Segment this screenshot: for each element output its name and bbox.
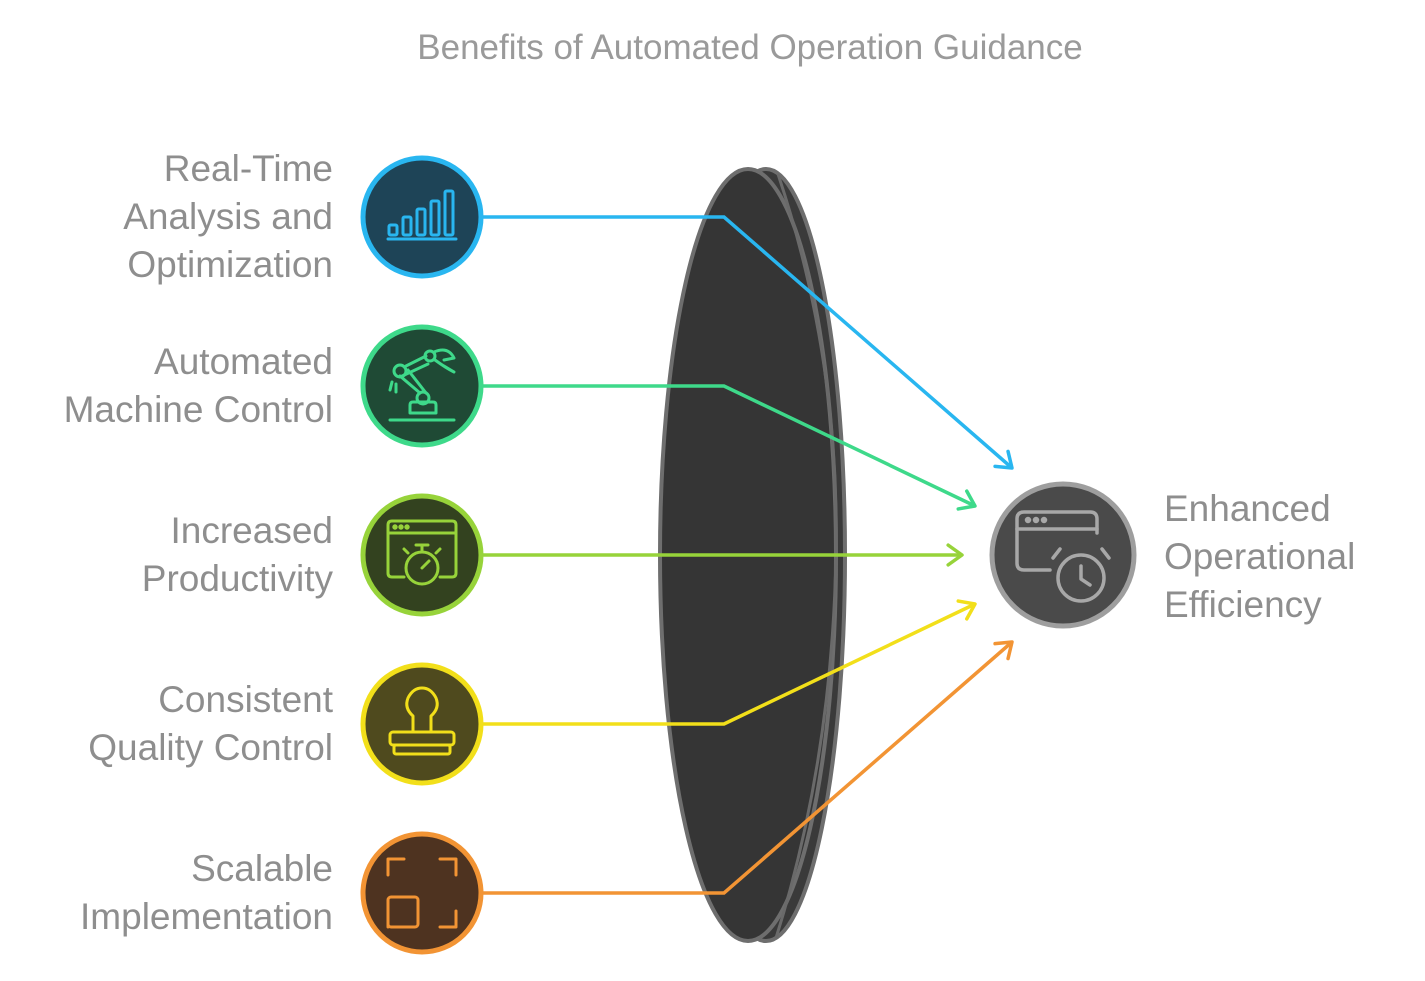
arrow-5 xyxy=(481,640,1014,895)
input-label-line: Machine Control xyxy=(63,389,333,430)
input-node-4 xyxy=(360,662,484,786)
arrow-4 xyxy=(481,599,977,726)
window-clock-icon xyxy=(1015,510,1111,603)
robot-arm-icon xyxy=(388,348,456,422)
connector-arrows xyxy=(481,215,1014,895)
input-label-line: Implementation xyxy=(80,896,333,937)
input-label-line: Quality Control xyxy=(88,727,333,768)
arrow-1 xyxy=(481,215,1014,470)
input-label-line: Automated xyxy=(154,341,333,382)
input-label-line: Analysis and xyxy=(123,196,333,237)
input-label-line: Scalable xyxy=(191,848,333,889)
output-label-line: Enhanced xyxy=(1164,488,1331,529)
input-label-line: Consistent xyxy=(158,679,333,720)
scale-frame-icon xyxy=(386,857,458,929)
input-node-2 xyxy=(360,324,484,448)
stamp-icon xyxy=(388,686,456,756)
output-node xyxy=(989,481,1137,629)
stopwatch-window-icon xyxy=(386,519,458,586)
bar-chart-icon xyxy=(386,189,458,241)
input-label-line: Optimization xyxy=(127,244,333,285)
arrow-3 xyxy=(481,543,964,567)
input-label-line: Productivity xyxy=(141,558,333,599)
output-label-line: Operational xyxy=(1164,536,1356,577)
input-label-line: Increased xyxy=(170,510,334,551)
diagram-title: Benefits of Automated Operation Guidance xyxy=(417,28,1083,67)
input-node-1 xyxy=(360,155,484,279)
arrow-2 xyxy=(481,384,977,511)
output-label: Enhanced Operational Efficiency xyxy=(1164,485,1355,629)
input-node-3 xyxy=(360,493,484,617)
input-node-5 xyxy=(360,831,484,955)
output-label-line: Efficiency xyxy=(1164,584,1322,625)
input-label-line: Real-Time xyxy=(163,148,333,189)
